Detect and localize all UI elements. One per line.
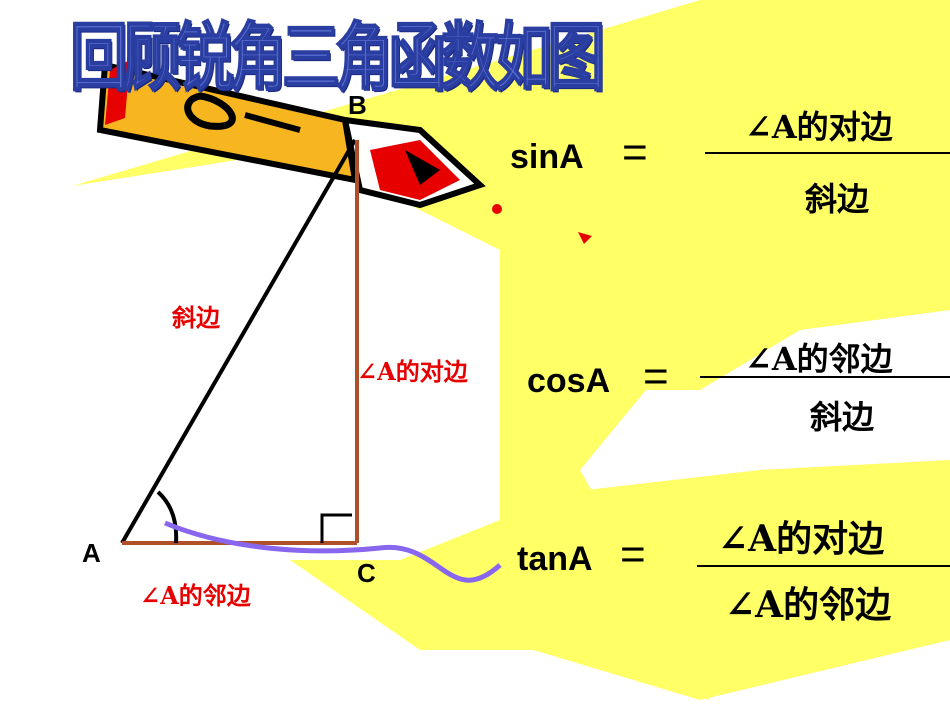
tan-function-label: tanA: [517, 540, 593, 578]
tan-equals-sign: =: [620, 530, 646, 579]
sin-numerator: ∠A的对边: [745, 108, 893, 146]
cos-function-label: cosA: [527, 362, 611, 400]
tan-numerator: ∠A的对边: [718, 518, 885, 560]
adjacent-side-label: ∠A的邻边: [140, 581, 251, 610]
purple-wave-line: [164, 520, 502, 583]
tan-denominator: ∠A的邻边: [725, 584, 892, 626]
sin-function-label: sinA: [510, 138, 584, 176]
vertex-a-label: A: [82, 538, 101, 568]
cos-numerator: ∠A的邻边: [745, 340, 893, 378]
cos-denominator: 斜边: [810, 398, 875, 436]
yellow-wedge-shape: [500, 210, 950, 390]
vertex-b-label: B: [348, 90, 367, 120]
hypotenuse-label: 斜边: [172, 303, 220, 332]
opposite-side-label: ∠A的对边: [357, 357, 468, 386]
cos-equals-sign: =: [643, 352, 669, 401]
page-title: 回顾锐角三角函数如图: [69, 14, 606, 102]
hypotenuse-line: [120, 138, 357, 545]
yellow-lower-shape: [500, 460, 950, 700]
vertex-c-label: C: [357, 558, 376, 588]
sin-denominator: 斜边: [805, 180, 870, 218]
right-angle-mark: [320, 513, 352, 543]
sin-equals-sign: =: [622, 128, 648, 177]
angle-a-arc: [156, 490, 179, 544]
